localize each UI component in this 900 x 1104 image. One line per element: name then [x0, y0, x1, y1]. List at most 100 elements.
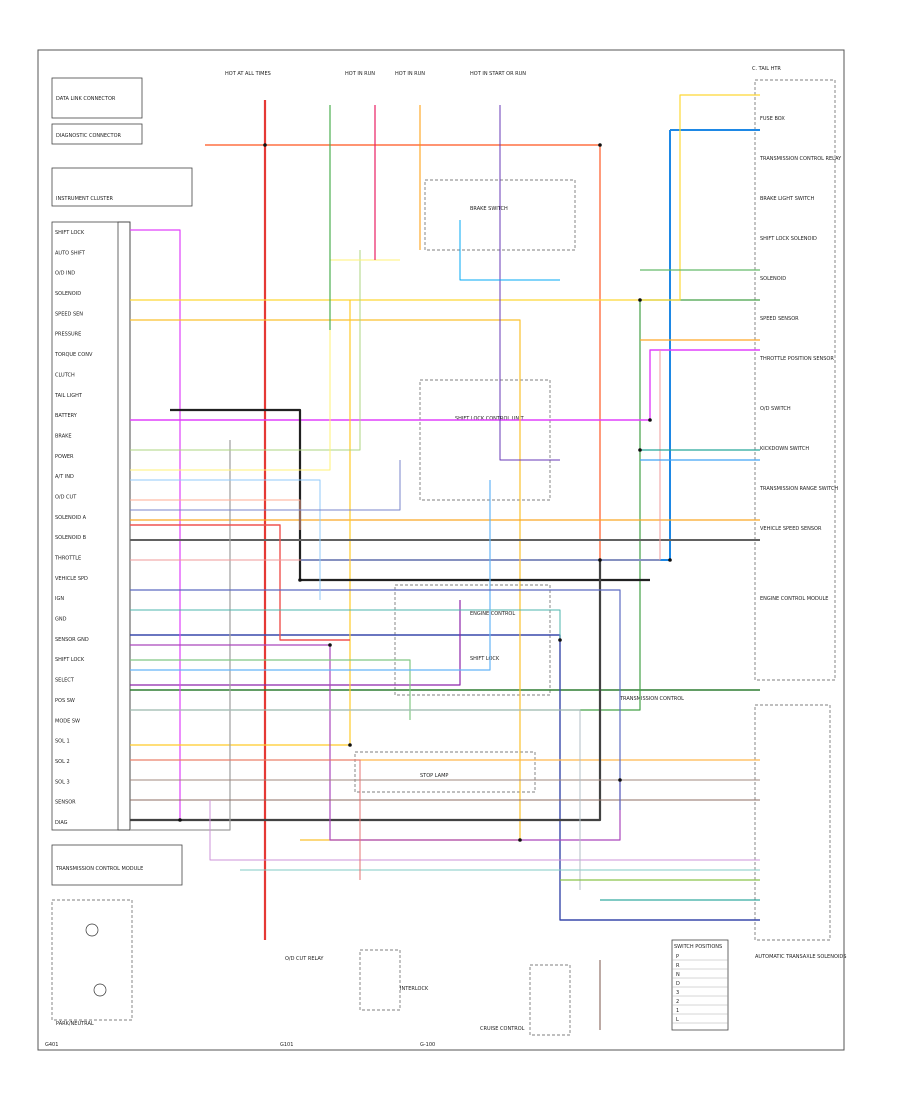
ecm-pin-label: O/D IND [55, 271, 75, 277]
solenoid-box [754, 704, 831, 941]
wire [130, 600, 461, 686]
switch-table-row: 2 [676, 999, 679, 1005]
fuse-label-4: HOT IN START OR RUN [470, 71, 526, 77]
ecm-pin-label: BATTERY [55, 413, 78, 419]
wire [130, 440, 231, 831]
right-component-label: O/D SWITCH [760, 406, 791, 412]
switch-table-row: L [676, 1017, 679, 1023]
fuse-label-3: HOT IN RUN [395, 71, 425, 77]
ecm-pin-label: SELECT [55, 678, 75, 684]
right-component-label: ENGINE CONTROL MODULE [760, 596, 828, 602]
wire-junction [298, 578, 302, 582]
park-neutral-label: PARK/NEUTRAL [56, 1021, 94, 1027]
wire [499, 105, 560, 461]
right-component-label: SPEED SENSOR [760, 316, 799, 322]
wire [130, 229, 181, 820]
fuse-label-2: HOT IN RUN [345, 71, 375, 77]
right-component-label: VEHICLE SPEED SENSOR [760, 526, 822, 532]
wire [130, 460, 401, 511]
wire [209, 800, 760, 861]
wire [130, 259, 400, 471]
switch-table [671, 939, 729, 1031]
ecm-pin-label: SOLENOID [55, 291, 81, 297]
ecm-pin-label: VEHICLE SPD [55, 576, 88, 582]
right-component-column [754, 79, 836, 681]
ecm-pin-label: DIAG [55, 820, 68, 826]
right-component-label: SHIFT LOCK SOLENOID [760, 236, 817, 242]
wire [130, 524, 350, 641]
header-right-label: C. TAIL HTR [752, 66, 781, 72]
ecm-pin-label: SOL 2 [55, 759, 70, 765]
wire [130, 589, 621, 810]
transmission-control-label: TRANSMISSION CONTROL [619, 696, 684, 702]
wire [459, 220, 560, 281]
footer-left-label: G401 [45, 1042, 58, 1048]
instrument-cluster-box [51, 167, 193, 207]
ecm-pin-label: BRAKE [55, 433, 72, 439]
switch-table-title: SWITCH POSITIONS [674, 944, 722, 950]
diagram-frame [37, 49, 845, 1051]
wire-junction [178, 818, 182, 822]
wire [130, 250, 361, 451]
ecm-pin-label: TORQUE CONV [54, 352, 93, 358]
wire [130, 560, 602, 822]
ecm-pin-label: SOL 3 [55, 779, 70, 785]
wire [130, 759, 361, 880]
ecm-pin-label: POS SW [55, 698, 75, 704]
park-neutral-lamp-symbol [93, 983, 107, 997]
wire [130, 479, 321, 600]
data-link-label: DATA LINK CONNECTOR [56, 96, 116, 102]
data-link-box [51, 77, 143, 119]
wire-junction [638, 298, 642, 302]
wire [300, 130, 671, 561]
right-component-label: THROTTLE POSITION SENSOR [759, 356, 834, 362]
stop-lamp-label: STOP LAMP [420, 773, 448, 779]
wire [130, 644, 621, 841]
diagnostic-label: DIAGNOSTIC CONNECTOR [56, 133, 122, 139]
ecm-pin-label: SOLENOID A [55, 515, 87, 521]
wire-harness [130, 94, 760, 1030]
ecm-pin-label: SOLENOID B [55, 535, 87, 541]
park-neutral-switch-box [51, 899, 133, 1021]
ecm-pin-label: SENSOR [55, 800, 76, 806]
wire-junction [598, 558, 602, 562]
ecm-pin-column [117, 221, 131, 831]
ecm-pin-label: SHIFT LOCK [55, 657, 85, 663]
ecm-pin-label: POWER [55, 454, 74, 460]
wire [170, 408, 650, 582]
switch-table-row: R [676, 963, 680, 969]
park-neutral-switch-symbol [85, 923, 99, 937]
stop-lamp-box [354, 751, 536, 793]
cruise-control-box [529, 964, 571, 1036]
right-component-label: KICKDOWN SWITCH [760, 446, 809, 452]
wire-junction [638, 448, 642, 452]
wire [130, 480, 491, 671]
instrument-cluster-label: INSTRUMENT CLUSTER [56, 196, 114, 202]
switch-table-row: P [676, 954, 679, 960]
wire [130, 350, 661, 561]
ecm-pin-label: SPEED SEN [55, 311, 83, 317]
wire [130, 609, 561, 640]
wire [130, 499, 301, 530]
ecm-pin-label: IGN [55, 596, 64, 602]
wire [130, 709, 581, 890]
wire-junction [328, 643, 332, 647]
ecm-pin-label: SHIFT LOCK [55, 230, 85, 236]
switch-table-row: 1 [676, 1008, 679, 1014]
solenoid-box-label: AUTOMATIC TRANSAXLE SOLENOIDS [755, 954, 846, 960]
fuse-label-1: HOT AT ALL TIMES [225, 71, 271, 77]
ecm-pin-label: THROTTLE [54, 556, 81, 562]
shift-lock-label: SHIFT LOCK [470, 656, 500, 662]
right-component-label: FUSE BOX [760, 116, 785, 122]
engine-control-label: ENGINE CONTROL [470, 611, 515, 617]
wire-junction [263, 143, 267, 147]
ecm-pin-label: GND [55, 617, 67, 623]
ecm-pin-label: CLUTCH [55, 372, 75, 378]
ecm-pin-label: O/D CUT [55, 494, 77, 500]
wire-junction [558, 638, 562, 642]
od-cut-relay-label: O/D CUT RELAY [285, 956, 324, 962]
